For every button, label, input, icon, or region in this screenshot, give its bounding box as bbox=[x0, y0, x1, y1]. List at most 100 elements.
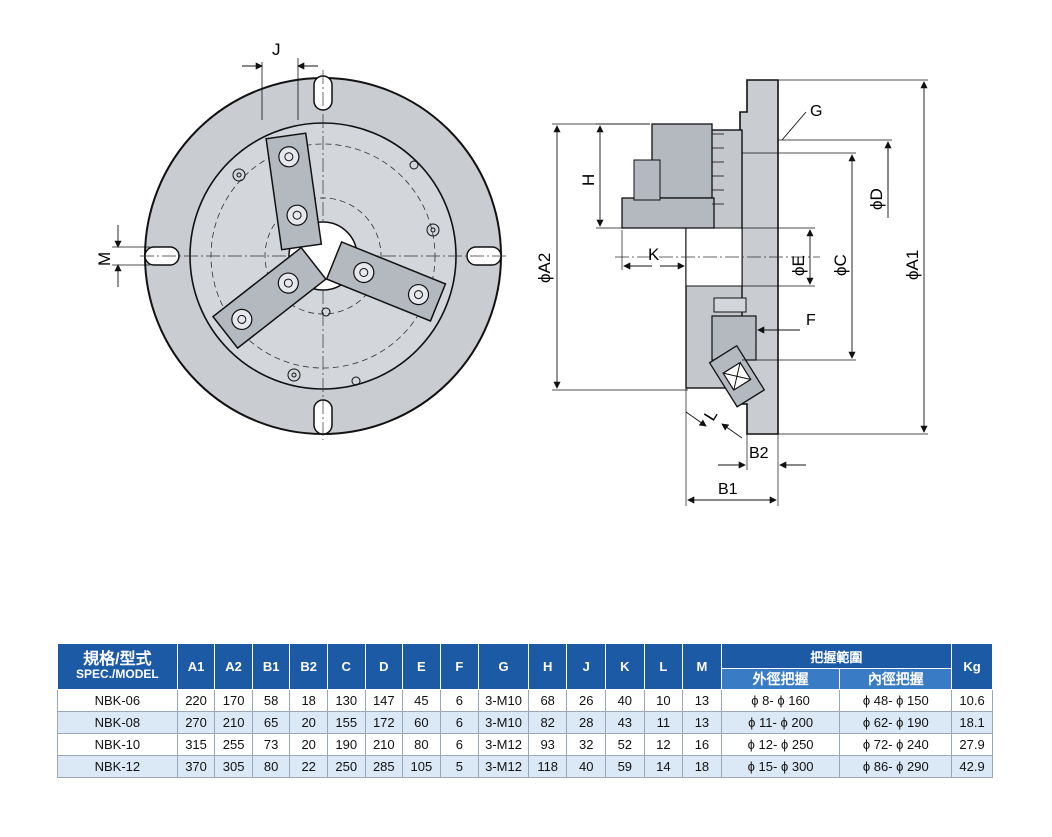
dim-label-b1: B1 bbox=[718, 481, 738, 498]
dim-label-l: L bbox=[700, 406, 721, 424]
spec-table: 規格/型式 SPEC./MODEL A1 A2 B1 B2 C D E F G … bbox=[57, 643, 993, 778]
cell-j: 26 bbox=[566, 689, 607, 712]
col-header-g: G bbox=[478, 643, 529, 690]
cell-k: 52 bbox=[605, 733, 645, 756]
side-view: ϕA2 H K ϕE ϕC ϕD ϕA1 bbox=[535, 79, 928, 506]
cell-range-outer: ϕ 15- ϕ 300 bbox=[720, 755, 841, 778]
dim-label-k: K bbox=[648, 245, 660, 264]
cell-h: 93 bbox=[527, 733, 568, 756]
side-key bbox=[708, 344, 766, 408]
cell-j: 40 bbox=[566, 755, 607, 778]
cell-a2: 255 bbox=[214, 733, 253, 756]
cell-a1: 220 bbox=[176, 689, 216, 712]
cell-range-inner: ϕ 86- ϕ 290 bbox=[839, 755, 953, 778]
jaw-lower-left bbox=[211, 246, 327, 350]
cell-m: 13 bbox=[682, 711, 722, 734]
cell-kg: 27.9 bbox=[951, 733, 993, 756]
cell-e: 60 bbox=[402, 711, 441, 734]
col-header-l: L bbox=[643, 643, 684, 690]
cell-b1: 73 bbox=[251, 733, 291, 756]
dim-label-c: ϕC bbox=[831, 254, 850, 276]
cell-d: 147 bbox=[364, 689, 404, 712]
cell-b2: 20 bbox=[289, 733, 328, 756]
cell-kg: 18.1 bbox=[951, 711, 993, 734]
col-header-d: D bbox=[364, 643, 404, 690]
cell-b1: 80 bbox=[251, 755, 291, 778]
cell-f: 6 bbox=[439, 689, 480, 712]
cell-e: 80 bbox=[402, 733, 441, 756]
cell-c: 250 bbox=[326, 755, 366, 778]
jaw-right bbox=[325, 240, 447, 322]
col-header-f: F bbox=[439, 643, 480, 690]
cell-model: NBK-08 bbox=[57, 711, 178, 734]
model-header-en: SPEC./MODEL bbox=[76, 666, 159, 681]
cell-b1: 65 bbox=[251, 711, 291, 734]
cell-l: 11 bbox=[643, 711, 684, 734]
dim-label-d: ϕD bbox=[867, 188, 886, 210]
dim-label-e: ϕE bbox=[789, 255, 808, 276]
range-outer-header: 外徑把握 bbox=[720, 668, 841, 690]
cell-b2: 20 bbox=[289, 711, 328, 734]
cell-d: 285 bbox=[364, 755, 404, 778]
dim-label-h: H bbox=[579, 174, 598, 186]
col-header-h: H bbox=[527, 643, 568, 690]
cell-k: 40 bbox=[605, 689, 645, 712]
model-header-zh: 規格/型式 bbox=[83, 650, 152, 668]
cell-e: 45 bbox=[402, 689, 441, 712]
cell-model: NBK-06 bbox=[57, 689, 178, 712]
cell-h: 82 bbox=[527, 711, 568, 734]
mounting-holes bbox=[232, 160, 440, 386]
cell-range-outer: ϕ 8- ϕ 160 bbox=[720, 689, 841, 712]
dim-label-g: G bbox=[810, 103, 822, 120]
cell-d: 210 bbox=[364, 733, 404, 756]
cell-b2: 22 bbox=[289, 755, 328, 778]
cell-range-outer: ϕ 11- ϕ 200 bbox=[720, 711, 841, 734]
cell-kg: 42.9 bbox=[951, 755, 993, 778]
cell-range-outer: ϕ 12- ϕ 250 bbox=[720, 733, 841, 756]
col-header-a1: A1 bbox=[176, 643, 216, 690]
chuck-technical-drawing: J M bbox=[95, 40, 928, 506]
cell-l: 10 bbox=[643, 689, 684, 712]
cell-j: 28 bbox=[566, 711, 607, 734]
col-header-b1: B1 bbox=[251, 643, 291, 690]
col-header-e: E bbox=[402, 643, 441, 690]
cell-l: 14 bbox=[643, 755, 684, 778]
cell-g: 3-M10 bbox=[478, 711, 529, 734]
dim-label-a1: ϕA1 bbox=[903, 250, 922, 280]
cell-f: 5 bbox=[439, 755, 480, 778]
cell-g: 3-M10 bbox=[478, 689, 529, 712]
cell-kg: 10.6 bbox=[951, 689, 993, 712]
col-header-b2: B2 bbox=[289, 643, 328, 690]
model-header: 規格/型式 SPEC./MODEL bbox=[57, 643, 178, 690]
dim-label-m: M bbox=[95, 252, 114, 266]
col-header-m: M bbox=[682, 643, 722, 690]
cell-j: 32 bbox=[566, 733, 607, 756]
cell-a1: 270 bbox=[176, 711, 216, 734]
cell-k: 43 bbox=[605, 711, 645, 734]
cell-a1: 315 bbox=[176, 733, 216, 756]
cell-range-inner: ϕ 62- ϕ 190 bbox=[839, 711, 953, 734]
cell-g: 3-M12 bbox=[478, 733, 529, 756]
cell-h: 68 bbox=[527, 689, 568, 712]
cell-model: NBK-12 bbox=[57, 755, 178, 778]
range-inner-header: 內徑把握 bbox=[839, 668, 953, 690]
cell-a1: 370 bbox=[176, 755, 216, 778]
cell-a2: 210 bbox=[214, 711, 253, 734]
col-header-c: C bbox=[326, 643, 366, 690]
front-view: J M bbox=[95, 40, 508, 440]
side-jaw-upper bbox=[651, 123, 713, 199]
dim-label-j: J bbox=[272, 40, 281, 59]
cell-m: 18 bbox=[682, 755, 722, 778]
cell-b2: 18 bbox=[289, 689, 328, 712]
dim-label-f: F bbox=[806, 312, 816, 329]
cell-e: 105 bbox=[402, 755, 441, 778]
dim-label-b2: B2 bbox=[749, 445, 769, 462]
cell-f: 6 bbox=[439, 733, 480, 756]
cell-k: 59 bbox=[605, 755, 645, 778]
cell-g: 3-M12 bbox=[478, 755, 529, 778]
